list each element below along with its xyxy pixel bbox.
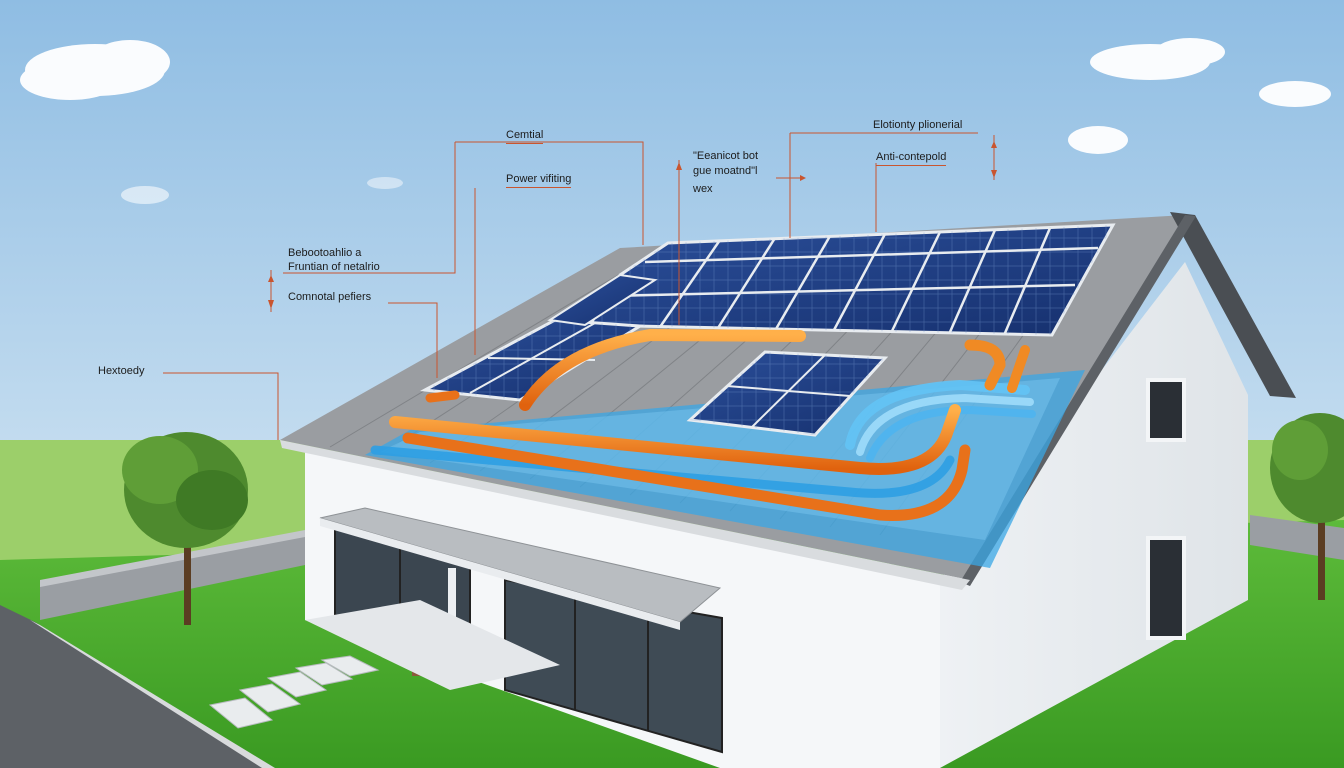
- label-electricity: Elotionty plionerial: [873, 119, 963, 131]
- label-hex: Hextoedy: [98, 365, 145, 377]
- double-arrow-icon: [268, 141, 997, 309]
- label-central: Cemtial: [506, 129, 544, 144]
- porch-canopy: [319, 507, 722, 623]
- solar-array-middle: [686, 350, 889, 437]
- clouds: [20, 38, 1331, 204]
- label-top-mid-3: wex: [693, 183, 713, 195]
- window-gable-lower: [1146, 536, 1186, 640]
- label-components: Comnotal pefiers: [288, 291, 372, 303]
- label-left-block-1: Bebootoahlio a: [288, 247, 362, 259]
- roof-gable-edge: [1170, 212, 1296, 398]
- stepping-stones: [208, 655, 380, 729]
- heat-exchanger: [370, 379, 1036, 498]
- tree-right: [1270, 413, 1344, 600]
- label-left-block-2: Fruntian of netalrio: [288, 261, 380, 273]
- boundary-wall-left: [40, 535, 305, 620]
- solar-array-left: [420, 273, 658, 402]
- solar-array-upper: [587, 223, 1116, 337]
- window-gable-upper: [1146, 378, 1186, 442]
- label-anti: Anti-contepold: [876, 151, 947, 166]
- label-power: Power vifiting: [506, 173, 572, 188]
- roof-eave: [280, 440, 970, 590]
- label-top-mid-2: gue moatnd"l: [693, 165, 758, 177]
- porch-floor: [305, 600, 560, 690]
- label-top-mid-1: "Eeanicot bot: [693, 150, 759, 162]
- tree-left: [122, 432, 248, 625]
- orange-pipes: [389, 328, 1030, 521]
